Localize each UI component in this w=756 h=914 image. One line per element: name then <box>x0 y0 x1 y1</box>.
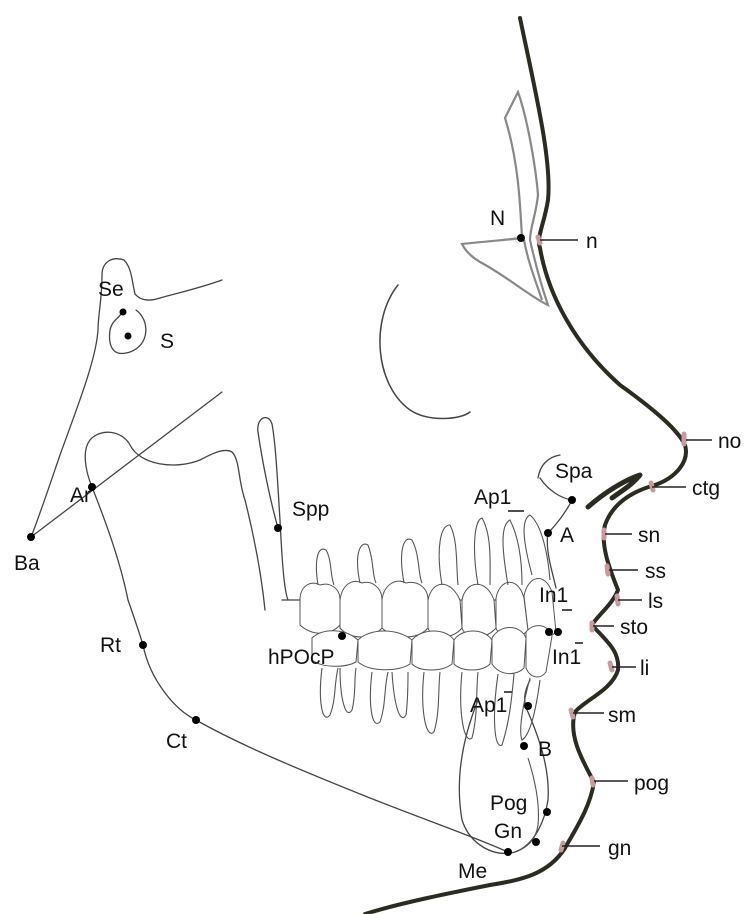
label-ctg: ctg <box>692 477 720 500</box>
point-Gn <box>532 838 540 846</box>
label-In1-lower: In1 <box>552 646 581 669</box>
label-ss: ss <box>645 560 666 583</box>
lower-molar-2 <box>358 631 412 670</box>
landmark-labels: N n Se S no Spa ctg Ap1 Spp A sn Ar Ba s… <box>14 207 741 883</box>
point-Me <box>504 848 512 856</box>
label-Ba: Ba <box>14 552 40 575</box>
point-B <box>520 742 528 750</box>
point-hPOcP <box>338 632 346 640</box>
point-Se <box>120 309 127 316</box>
label-pog: pog <box>634 772 669 795</box>
label-hPOcP: hPOcP <box>268 646 335 669</box>
lower-premolar-2 <box>454 631 492 670</box>
label-Ar: Ar <box>70 484 91 507</box>
upper-premolar-1 <box>428 584 462 637</box>
point-N <box>517 234 525 242</box>
point-In1-upper <box>545 628 553 636</box>
mandible-posterior-border <box>92 487 508 852</box>
lower-premolar-1 <box>412 631 454 670</box>
sella-floor <box>110 310 146 353</box>
point-Ba <box>27 533 35 541</box>
label-Gn: Gn <box>494 820 522 843</box>
point-Ct <box>192 716 200 724</box>
label-sn: sn <box>638 524 660 547</box>
point-Spa <box>568 496 576 504</box>
label-gn: gn <box>608 837 631 860</box>
mandible-ramus <box>85 432 265 610</box>
label-n: n <box>586 230 598 253</box>
point-In1-lower <box>554 628 562 636</box>
point-Spp <box>274 524 282 532</box>
label-Ap1-lower: Ap1 <box>470 694 507 717</box>
label-In1-upper: In1 <box>539 584 568 607</box>
label-Pog: Pog <box>490 792 527 815</box>
point-Rt <box>139 641 147 649</box>
sella-turcica <box>31 259 222 537</box>
point-S <box>125 333 132 340</box>
lower-dentition <box>312 626 552 746</box>
nasal-bone <box>462 92 548 305</box>
label-B: B <box>538 738 552 761</box>
label-sto: sto <box>620 616 648 639</box>
label-Me: Me <box>458 860 487 883</box>
label-Spa: Spa <box>555 460 593 483</box>
orbit-contour <box>380 285 470 419</box>
upper-molar-1 <box>300 583 340 633</box>
lower-canine <box>492 628 526 674</box>
upper-molar-2 <box>340 581 382 637</box>
point-A <box>544 529 552 537</box>
label-li: li <box>640 657 649 680</box>
landmark-points <box>27 234 576 856</box>
label-Se: Se <box>98 278 124 301</box>
label-Spp: Spp <box>292 498 329 521</box>
label-Ap1-upper: Ap1 <box>474 486 511 509</box>
point-Ap1-lower <box>524 702 532 710</box>
label-S: S <box>160 330 174 353</box>
pterygoid-loop <box>258 418 288 600</box>
upper-molar-3 <box>382 581 428 637</box>
upper-dentition <box>300 515 556 638</box>
label-Rt: Rt <box>100 634 121 657</box>
nose-ala-contour <box>588 475 640 507</box>
label-sm: sm <box>608 704 636 727</box>
label-A: A <box>560 524 574 547</box>
label-ls: ls <box>648 590 663 613</box>
upper-premolar-2 <box>462 584 496 637</box>
label-N: N <box>490 207 505 230</box>
label-no: no <box>718 430 741 453</box>
point-Pog <box>543 808 551 816</box>
label-Ct: Ct <box>166 730 187 753</box>
upper-roots <box>316 515 550 585</box>
basion-line <box>31 392 222 537</box>
